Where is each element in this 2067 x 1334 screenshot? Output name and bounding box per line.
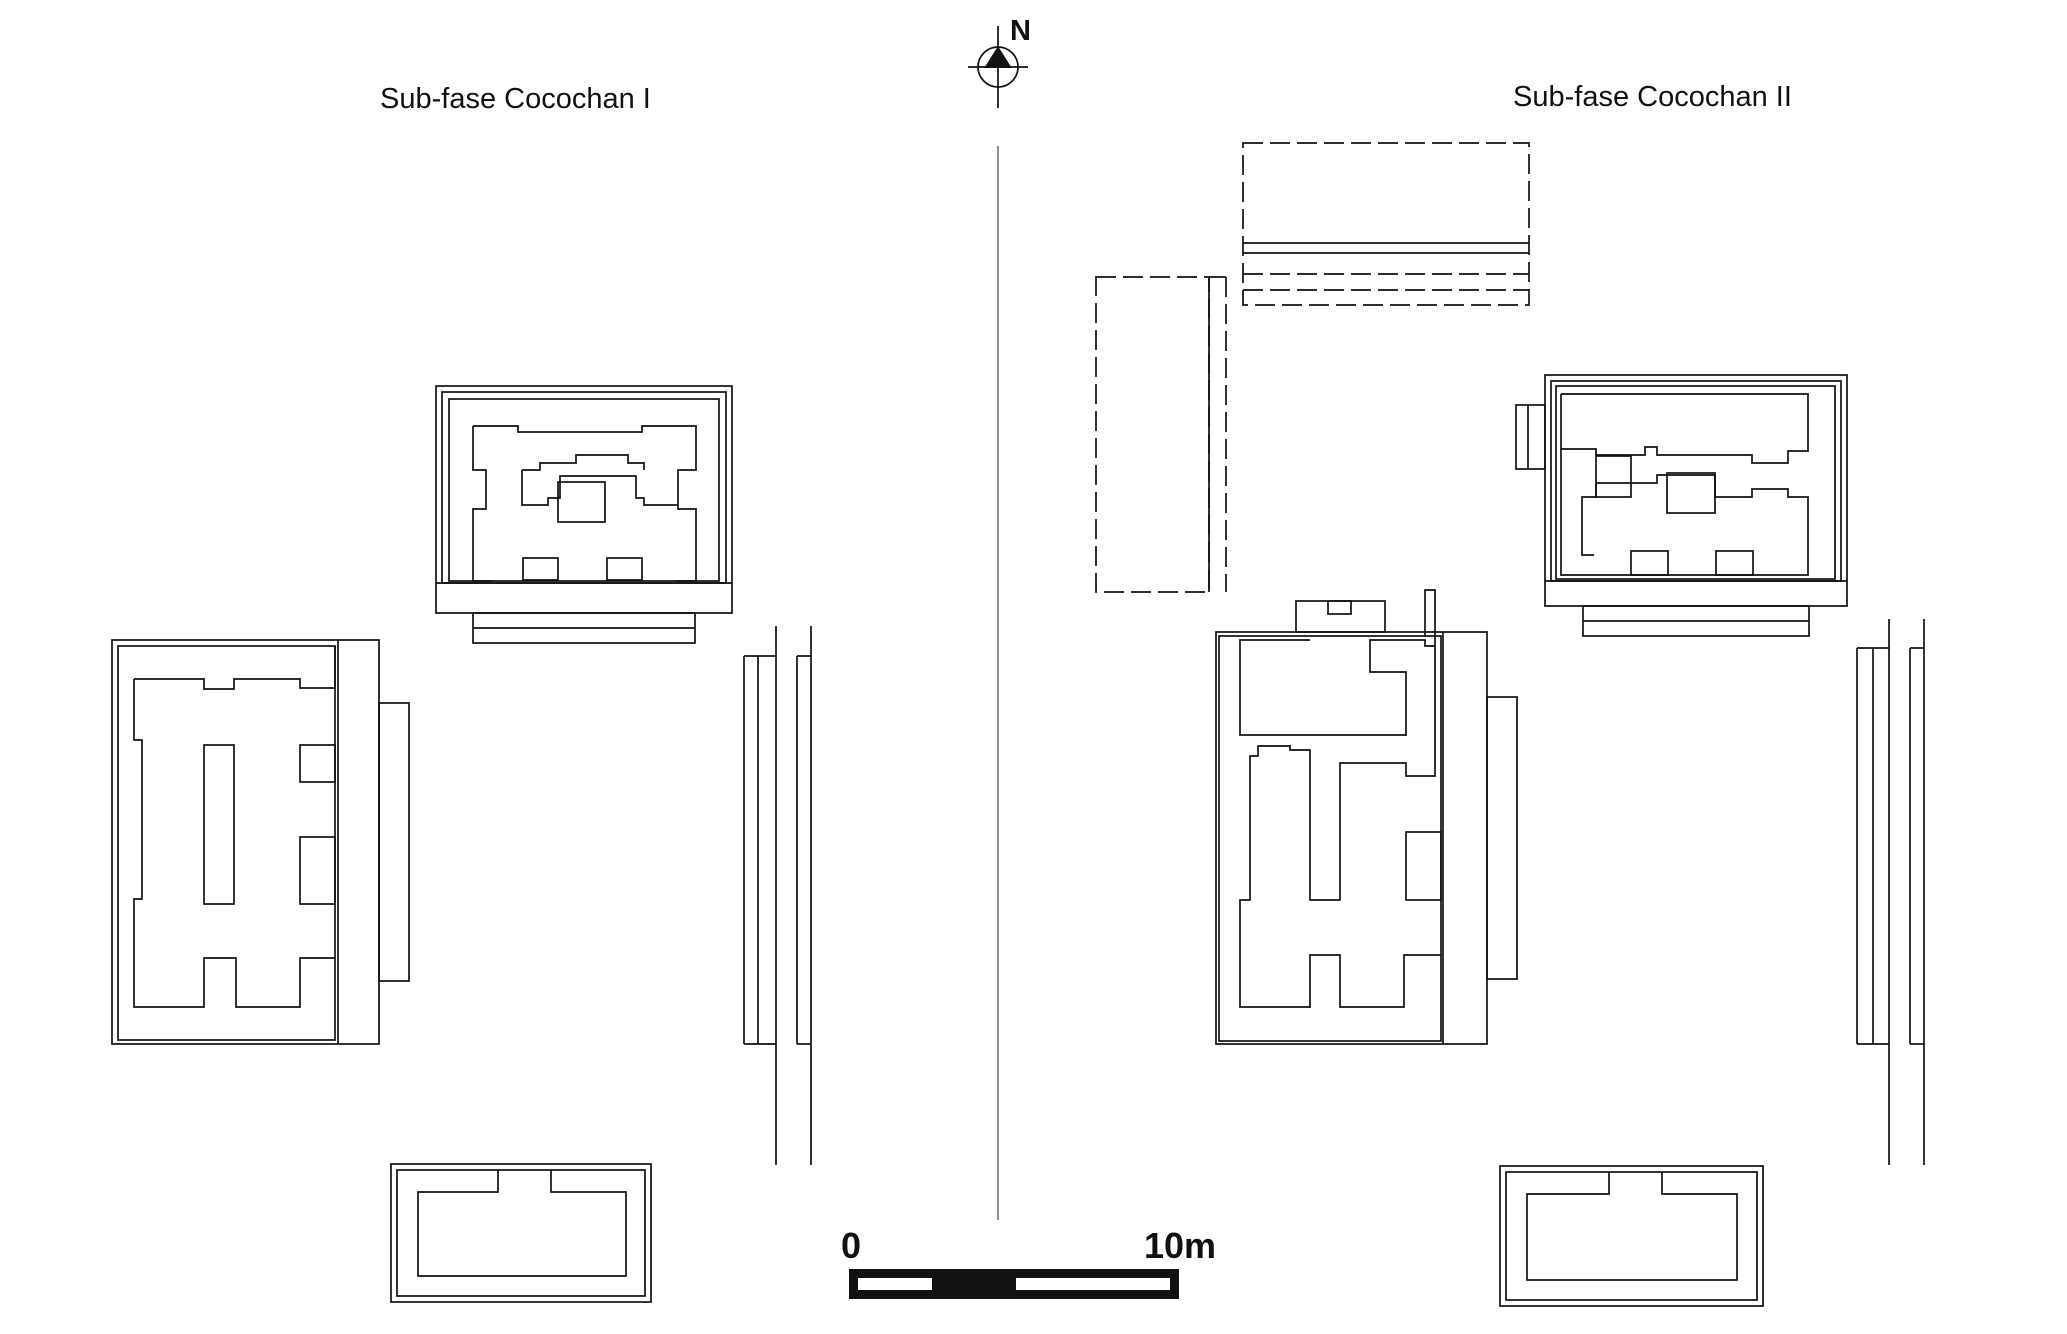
north-label: N <box>1010 15 1031 47</box>
left-phase-plan <box>111 385 812 1303</box>
left-south-structure <box>390 1163 652 1303</box>
right-phase-plan <box>1095 142 1925 1307</box>
left-north-structure <box>435 385 733 644</box>
right-dashed-north-structure <box>1242 142 1530 306</box>
right-west-structure <box>1215 589 1518 1045</box>
right-south-structure <box>1499 1165 1764 1307</box>
scale-end-label: 10m <box>1144 1225 1216 1266</box>
right-northeast-structure <box>1515 374 1848 637</box>
left-west-structure <box>111 639 410 1045</box>
right-east-structure <box>1856 619 1925 1165</box>
right-dashed-northwest-structure <box>1095 276 1227 593</box>
scale-bar: 0 10m <box>841 1225 1216 1299</box>
scale-start-label: 0 <box>841 1225 861 1266</box>
left-east-structure <box>743 626 812 1165</box>
right-phase-title: Sub-fase Cocochan II <box>1513 81 1792 113</box>
north-arrow-icon: N <box>968 15 1031 108</box>
left-phase-title: Sub-fase Cocochan I <box>380 83 651 115</box>
